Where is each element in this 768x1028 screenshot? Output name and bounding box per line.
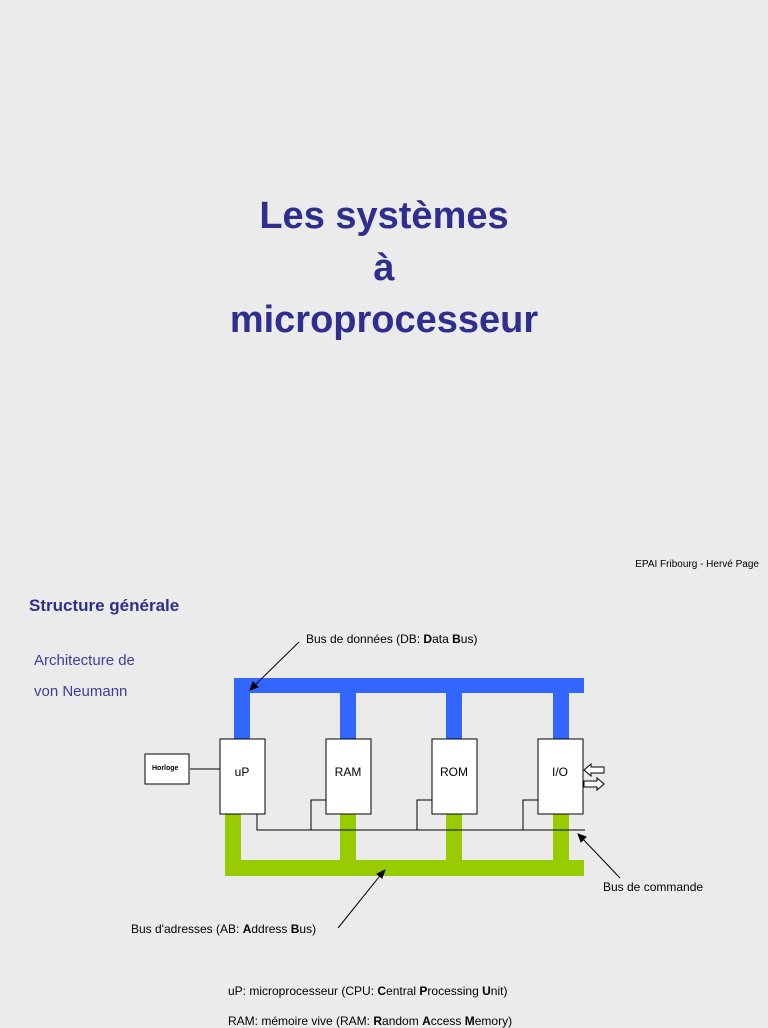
- title-line-3: microprocesseur: [229, 299, 539, 341]
- address-bus-drop-up: [225, 814, 241, 876]
- control-link-rom: [416, 799, 432, 830]
- rom-block: [431, 738, 478, 815]
- bus-diagram: [144, 641, 621, 929]
- ram-block: [325, 738, 372, 815]
- clock-label: Horloge: [152, 765, 179, 772]
- rom-label: ROM: [440, 765, 468, 779]
- up-label: uP: [234, 765, 250, 779]
- slide-title: Les systèmes à microprocesseur: [0, 190, 768, 346]
- architecture-line-2: von Neumann: [34, 683, 128, 700]
- clock-block: [144, 753, 190, 785]
- legend-line-2: RAM: mémoire vive (RAM: Random Access Me…: [228, 1014, 513, 1028]
- data-bus-drop-up: [234, 678, 250, 740]
- address-bus-drop-rom: [446, 814, 462, 864]
- data-bus-drop-ram: [340, 693, 356, 740]
- data-bus: [234, 678, 584, 740]
- structure-slide: [0, 580, 768, 1024]
- pointer-arrows: [249, 641, 621, 929]
- control-bus-pointer: [579, 835, 621, 879]
- data-bus-arrowhead-icon: [249, 681, 259, 691]
- data-bus-label: Bus de données (DB: Data Bus): [306, 632, 478, 646]
- title-slide: Les systèmes à microprocesseur EPAI Frib…: [0, 190, 768, 570]
- data-bus-drop-io: [553, 693, 569, 740]
- title-line-2: à: [373, 247, 395, 289]
- data-bus-pointer: [251, 641, 300, 689]
- title-line-1: Les systèmes: [259, 195, 509, 237]
- data-bus-drop-rom: [446, 693, 462, 740]
- control-bus: [190, 768, 585, 831]
- address-bus-arrowhead-icon: [376, 868, 386, 879]
- control-bus-arrowhead-icon: [577, 833, 587, 843]
- control-link-io: [522, 799, 538, 830]
- io-label: I/O: [551, 765, 568, 779]
- control-link-ram: [310, 799, 326, 830]
- io-block: [537, 738, 584, 815]
- up-block: [219, 738, 266, 815]
- address-bus: [225, 814, 584, 876]
- address-bus-drop-ram: [340, 814, 356, 864]
- legend-line-1: uP: microprocesseur (CPU: Central Proces…: [228, 984, 508, 998]
- control-bus-line: [256, 814, 585, 831]
- section-title: Structure générale: [29, 596, 180, 615]
- address-bus-label: Bus d'adresses (AB: Address Bus): [131, 922, 317, 936]
- architecture-line-1: Architecture de: [34, 652, 135, 669]
- slide-footer: EPAI Fribourg - Hervé Page: [635, 559, 759, 570]
- io-arrows-icon: [583, 762, 605, 792]
- control-bus-label: Bus de commande: [603, 880, 704, 894]
- address-bus-horizontal: [225, 860, 584, 876]
- ram-label: RAM: [334, 765, 362, 779]
- address-bus-pointer: [337, 871, 384, 929]
- data-bus-horizontal: [234, 678, 584, 693]
- address-bus-drop-io: [553, 814, 569, 864]
